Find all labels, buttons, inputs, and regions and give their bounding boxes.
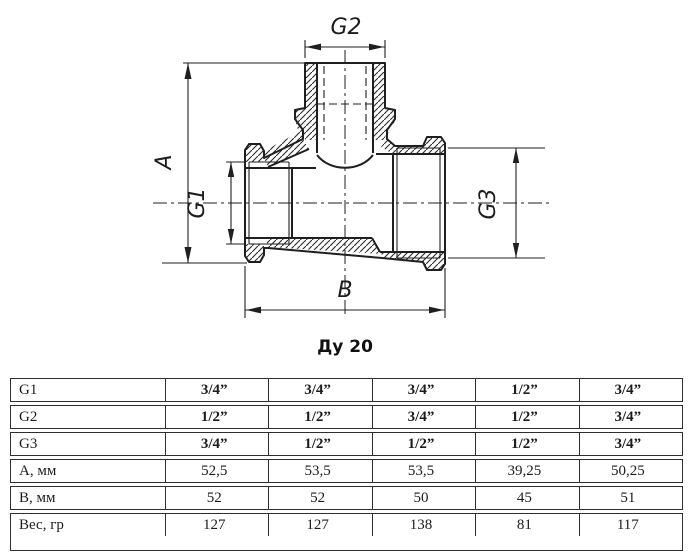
dimension-arrowheads [184,43,520,314]
row-label: Вес, гр [11,514,166,536]
cell-value: 51 [620,490,636,506]
cell-value: 39,25 [476,460,580,482]
dim-b-lines [244,266,446,318]
cell-value: 1/2” [476,433,580,455]
row-label: G3 [11,433,166,455]
cell-value: 1/2” [269,433,373,455]
cell-value: 1/2” [166,406,270,428]
left-bore-lines [246,167,372,239]
row-label: А, мм [11,460,166,482]
branch-bore-walls [316,63,374,153]
cell-value: 3/4” [269,379,373,401]
dim-a-lines [162,62,305,264]
cell-value: 81 [476,514,580,536]
table-row-b-mm: В, мм 52 52 50 45 51 [10,486,683,510]
row-label: G2 [11,406,166,428]
dim-label-b: B [337,278,352,303]
table-row-g1: G1 3/4” 3/4” 3/4” 1/2” 3/4” [10,378,683,402]
cell-value: 3/4” [166,433,270,455]
dim-label-g3: G3 [476,188,501,219]
bore-step [371,237,381,253]
table-row-g3: G3 3/4” 1/2” 1/2” 1/2” 3/4” [10,432,683,456]
cell-value: 53,5 [373,460,477,482]
cell-value: 3/4” [614,409,642,425]
dim-label-g2: G2 [330,15,361,40]
technical-drawing: A G1 G2 G3 B Ду 20 [152,15,551,357]
right-bore-lines [376,153,444,253]
table-row-a-mm: А, мм 52,5 53,5 53,5 39,25 50,25 [10,459,683,483]
section-hatching [245,63,445,270]
cell-value: 52,5 [166,460,270,482]
dim-g3-lines [448,147,545,259]
cell-value: 50 [373,487,477,509]
cell-value: 1/2” [476,379,580,401]
inner-slope-left [267,148,310,168]
cell-value: 1/2” [269,406,373,428]
cell-value: 3/4” [373,406,477,428]
tee-fitting-section-drawing: A G1 G2 G3 B Ду 20 [152,15,551,357]
drawing-caption: Ду 20 [317,337,373,357]
dim-label-g1: G1 [185,187,210,218]
cell-value: 3/4” [373,379,477,401]
cell-value: 127 [166,514,270,536]
outer-profile [244,62,446,271]
cell-value: 117 [616,517,639,533]
row-label: G1 [11,379,166,401]
cell-value: 3/4” [614,382,642,398]
cell-value: 52 [269,487,373,509]
cell-value: 3/4” [614,436,642,452]
cell-value: 127 [269,514,373,536]
cell-value: 50,25 [610,463,645,479]
cell-value: 3/4” [166,379,270,401]
cell-value: 53,5 [269,460,373,482]
part-outline [244,62,446,271]
dim-label-a: A [152,154,177,171]
cell-value: 138 [373,514,477,536]
row-label: В, мм [11,487,166,509]
cell-value: 1/2” [373,433,477,455]
cell-value: 45 [476,487,580,509]
cell-value: 52 [166,487,270,509]
cell-value: 1/2” [476,406,580,428]
spec-table: G1 3/4” 3/4” 3/4” 1/2” 3/4” G2 1/2” 1/2”… [10,378,683,552]
bore-dome [316,154,374,169]
dimension-lines [162,40,545,318]
table-row-g2: G2 1/2” 1/2” 3/4” 1/2” 3/4” [10,405,683,429]
centerlines [153,50,551,316]
table-row-weight: Вес, гр 127 127 138 81 117 [10,513,683,551]
